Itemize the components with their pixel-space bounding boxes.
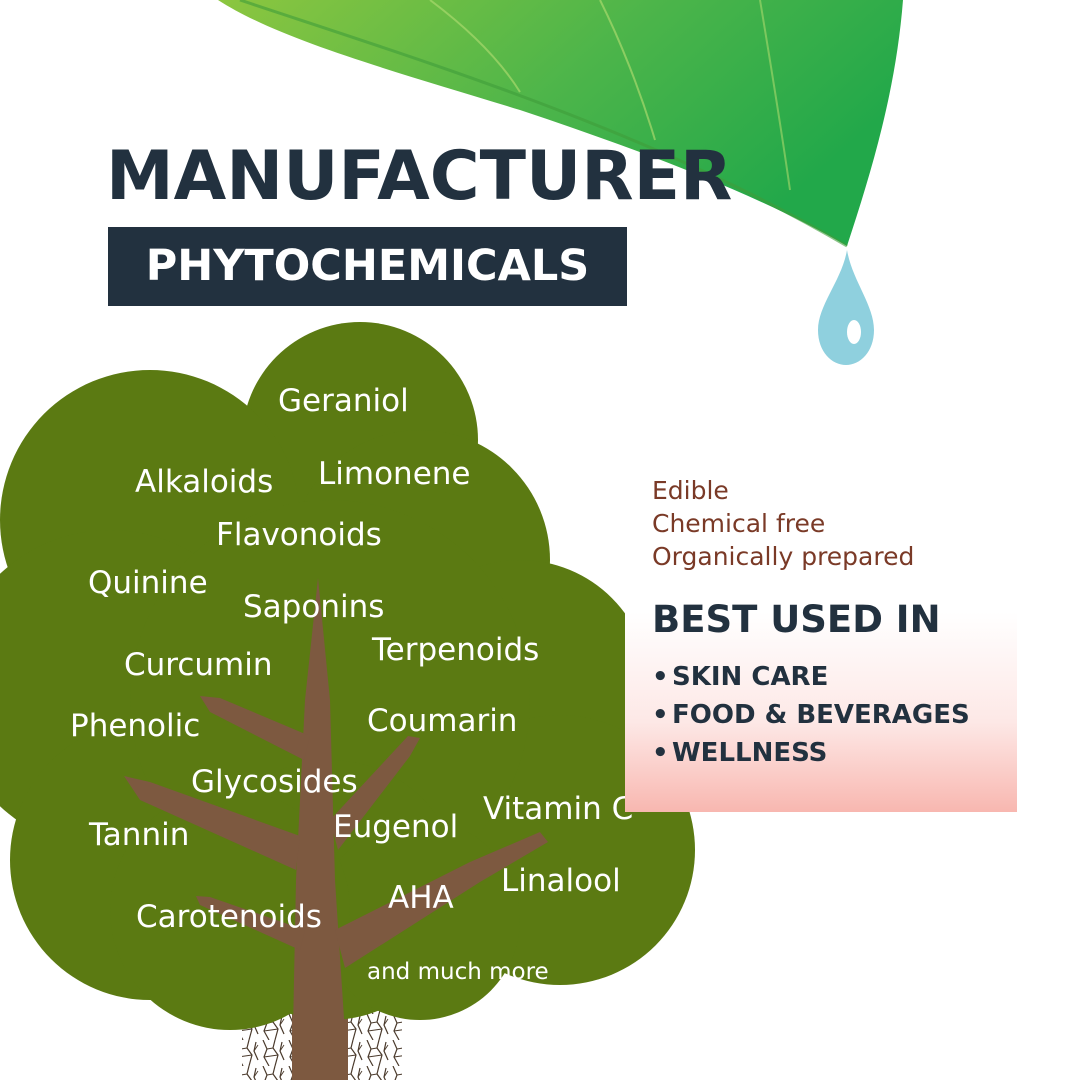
use-list: •SKIN CARE •FOOD & BEVERAGES •WELLNESS [652, 658, 970, 772]
compound-flavonoids: Flavonoids [216, 517, 382, 553]
bullet-icon: • [652, 662, 669, 692]
compound-phenolic: Phenolic [70, 708, 201, 744]
bullet-icon: • [652, 738, 669, 768]
best-used-title: BEST USED IN [652, 598, 941, 641]
compound-limonene: Limonene [318, 456, 471, 492]
best-used-panel [625, 612, 1017, 812]
compound-vitamin-c: Vitamin C [483, 791, 634, 827]
compound-alkaloids: Alkaloids [135, 464, 274, 500]
subtitle-banner: PHYTOCHEMICALS [108, 227, 627, 306]
compound-tannin: Tannin [89, 817, 190, 853]
page-subtitle: PHYTOCHEMICALS [145, 241, 590, 291]
use-item: •SKIN CARE [652, 658, 970, 696]
use-item-label: WELLNESS [672, 738, 828, 768]
compound-glycosides: Glycosides [191, 764, 358, 800]
bullet-icon: • [652, 700, 669, 730]
compound-aha: AHA [388, 880, 454, 916]
compound-quinine: Quinine [88, 565, 208, 601]
feature-list: Edible Chemical free Organically prepare… [652, 474, 914, 573]
compound-saponins: Saponins [243, 589, 385, 625]
compound-eugenol: Eugenol [333, 809, 459, 845]
compound-linalool: Linalool [501, 863, 621, 899]
compound-footnote: and much more [367, 959, 549, 985]
use-item-label: SKIN CARE [672, 662, 829, 692]
tree-icon [0, 322, 695, 1080]
use-item-label: FOOD & BEVERAGES [672, 700, 970, 730]
compound-terpenoids: Terpenoids [372, 632, 540, 668]
compound-coumarin: Coumarin [367, 703, 518, 739]
feature-item: Chemical free [652, 509, 826, 538]
feature-item: Organically prepared [652, 542, 915, 571]
page-title: MANUFACTURER [106, 137, 733, 216]
compound-geraniol: Geraniol [278, 383, 409, 419]
use-item: •WELLNESS [652, 734, 970, 772]
feature-item: Edible [652, 476, 729, 505]
use-item: •FOOD & BEVERAGES [652, 696, 970, 734]
compound-carotenoids: Carotenoids [136, 899, 322, 935]
water-drop-icon [818, 250, 874, 365]
compound-curcumin: Curcumin [124, 647, 273, 683]
leaf-icon [218, 0, 903, 248]
